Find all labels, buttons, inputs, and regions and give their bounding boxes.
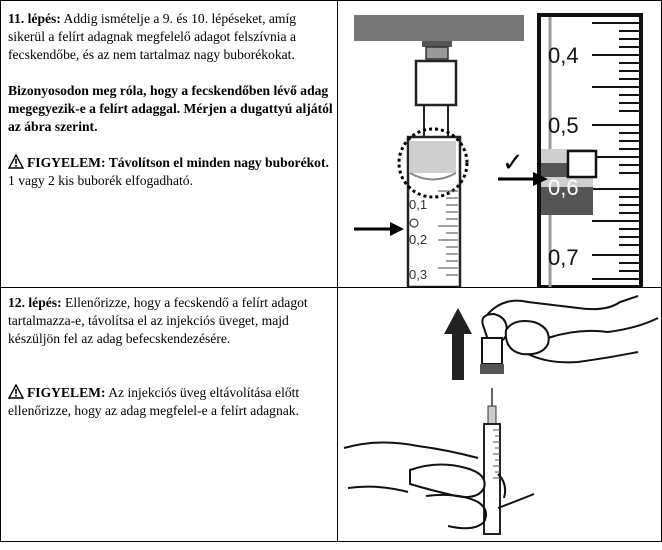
table-border-middle [0, 287, 662, 288]
scale-label-right-2: 0,5 [548, 113, 579, 138]
scale-label-right-3: 0,6 [548, 175, 579, 200]
step-11-warning-bold: Távolítson el minden nagy buborékot. [105, 155, 329, 170]
step-11-warning-label: FIGYELEM: [27, 155, 106, 170]
warning-triangle-icon [8, 384, 24, 399]
scale-label-left-1: 0,1 [409, 197, 427, 212]
scale-label-left-3: 0,3 [409, 267, 427, 282]
step-12-warning: FIGYELEM: Az injekciós üveg eltávolítása… [8, 384, 333, 420]
step-11-warning-text: 1 vagy 2 kis buborék elfogadható. [8, 173, 193, 188]
syringe-overview: 0,1 0,2 0,3 [354, 15, 524, 287]
step-12-text: 12. lépés: Ellenőrizze, hogy a fecskendő… [8, 294, 333, 420]
lower-hand [343, 441, 535, 530]
checkmark-icon: ✓ [502, 147, 524, 177]
step-12-number: 12. lépés: [8, 295, 62, 310]
step-12-warning-label: FIGYELEM: [27, 385, 106, 400]
step-11-instruction: Addig ismételje a 9. és 10. lépéseket, a… [8, 11, 297, 62]
remove-vial-figure [343, 295, 659, 535]
table-border-bottom [0, 541, 662, 542]
step-12-warning-text: Az injekciós üveg eltávolítása előtt ell… [8, 385, 300, 418]
step-11-warning: FIGYELEM: Távolítson el minden nagy bubo… [8, 154, 333, 190]
up-arrow-icon [444, 308, 472, 380]
table-border-left [0, 0, 1, 542]
table-border-column [337, 0, 338, 542]
step-11-intro: 11. lépés: Addig ismételje a 9. és 10. l… [8, 10, 333, 64]
scale-label-right-1: 0,4 [548, 43, 579, 68]
vial [480, 337, 504, 374]
syringe-dose-figure: 0,1 0,2 0,3 [354, 13, 643, 287]
scale-label-right-4: 0,7 [548, 245, 579, 270]
step-11-confirm: Bizonyosodon meg róla, hogy a fecskendőb… [8, 83, 333, 134]
upper-hand [481, 295, 659, 364]
scale-label-left-2: 0,2 [409, 232, 427, 247]
table-border-top [0, 0, 662, 1]
pointer-arrow-icon [354, 222, 404, 236]
step-12-instruction: Ellenőrizze, hogy a fecskendő a felírt a… [8, 295, 308, 346]
step-11-text: 11. lépés: Addig ismételje a 9. és 10. l… [8, 10, 333, 190]
pointer-arrow-icon [498, 172, 548, 186]
step-12-intro: 12. lépés: Ellenőrizze, hogy a fecskendő… [8, 294, 333, 348]
warning-triangle-icon [8, 154, 24, 169]
syringe-scale-zoom: 0,4 0,5 0,6 0,7 ✓ [498, 13, 643, 287]
step-11-number: 11. lépés: [8, 11, 61, 26]
